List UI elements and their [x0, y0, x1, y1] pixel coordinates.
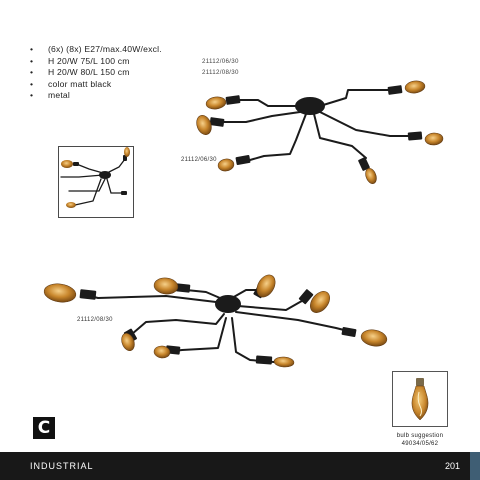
spec-code: 21112/06/30: [202, 57, 239, 65]
spec-item: • H 20/W 80/L 150 cm 21112/08/30: [30, 67, 290, 79]
product-code-label-bottom: 21112/08/30: [77, 317, 113, 323]
spec-item: • (6x) (8x) E27/max.40W/excl.: [30, 44, 290, 56]
bulb-suggestion-image: [392, 371, 448, 427]
spec-code: 21112/08/30: [202, 69, 239, 76]
specification-list: • (6x) (8x) E27/max.40W/excl. • H 20/W 7…: [30, 44, 290, 102]
lamp-detail-illustration: [60, 147, 130, 208]
ceiling-lamp-6-light-illustration: [196, 80, 444, 184]
spec-item: • color matt black: [30, 79, 290, 91]
spec-text: color matt black: [48, 78, 112, 89]
spec-text: H 20/W 75/L 100 cm: [48, 55, 130, 66]
footer-bar: INDUSTRIAL 201: [0, 452, 470, 480]
bullet-icon: •: [30, 67, 34, 77]
bulb-suggestion-code: 49034/05/62: [401, 441, 439, 447]
product-image-6-light: [180, 78, 460, 196]
spec-item: • metal: [30, 90, 290, 102]
spec-text: H 20/W 80/L 150 cm: [48, 67, 130, 77]
page-number: 201: [444, 461, 460, 471]
edison-bulb-icon: [411, 378, 429, 421]
bullet-icon: •: [30, 78, 34, 89]
brand-logo: C: [33, 417, 55, 439]
product-image-8-light: [36, 262, 396, 374]
bullet-icon: •: [30, 44, 34, 54]
footer-accent-tab: [470, 452, 480, 480]
spec-text: metal: [48, 90, 71, 100]
bullet-icon: •: [30, 55, 34, 66]
inset-detail-photo: [58, 146, 134, 218]
ceiling-lamp-8-light-illustration: [43, 274, 388, 368]
bulb-suggestion-caption: bulb suggestion: [396, 433, 444, 439]
section-title: INDUSTRIAL: [30, 461, 94, 471]
spec-item: • H 20/W 75/L 100 cm 21112/06/30: [30, 56, 290, 68]
product-code-label-top: 21112/06/30: [181, 157, 217, 163]
bullet-icon: •: [30, 90, 34, 100]
brand-logo-letter: C: [37, 418, 51, 438]
spec-text: (6x) (8x) E27/max.40W/excl.: [48, 44, 162, 54]
